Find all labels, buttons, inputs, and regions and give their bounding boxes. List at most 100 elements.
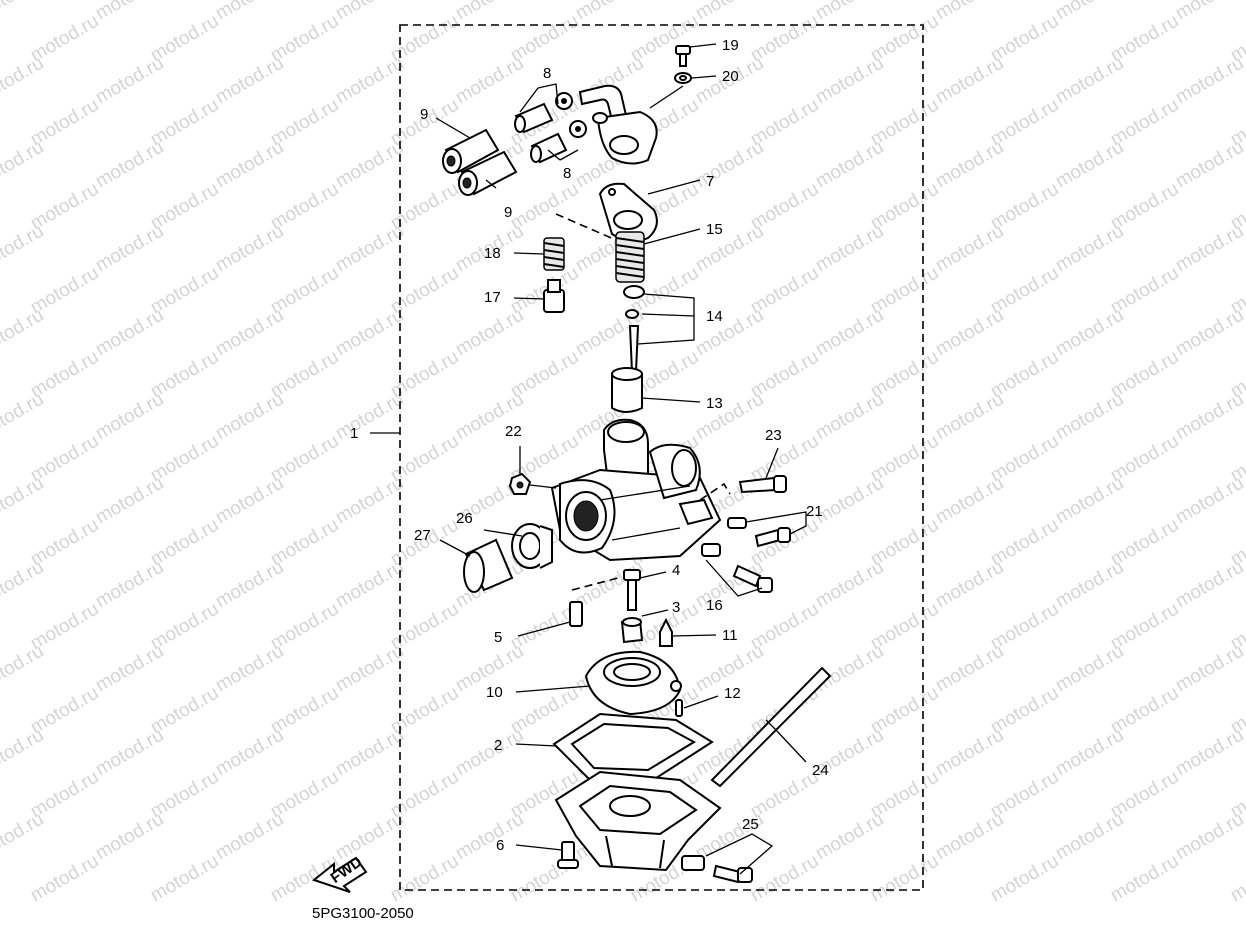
part-6-screw <box>557 841 579 869</box>
watermark-text: motod.ru <box>692 137 767 193</box>
part-float-bowl <box>554 770 722 872</box>
callout-23: 23 <box>765 427 782 444</box>
watermark-text: motod.ru <box>1052 389 1127 445</box>
watermark-text: motod.ru <box>932 137 1007 193</box>
callout-6: 6 <box>496 837 504 854</box>
watermark-text: motod.ru <box>212 809 287 865</box>
watermark-text: motod.ru <box>0 137 47 193</box>
callout-8-lower: 8 <box>563 165 571 182</box>
part-14-needle-set <box>623 285 645 373</box>
watermark-text: motod.ru <box>1052 53 1127 109</box>
watermark-text: motod.ru <box>932 0 1007 24</box>
watermark-text: motod.ru <box>92 809 167 865</box>
watermark-text: motod.ru <box>1052 221 1127 277</box>
watermark-text: motod.ru <box>692 221 767 277</box>
callout-9-upper: 9 <box>420 106 428 123</box>
watermark-text: motod.ru <box>27 851 102 907</box>
watermark-text: motod.ru <box>1227 851 1246 907</box>
watermark-text: motod.ru <box>812 305 887 361</box>
watermark-text: motod.ru <box>92 389 167 445</box>
watermark-text: motod.ru <box>92 137 167 193</box>
watermark-text: motod.ru <box>92 305 167 361</box>
leader-lines <box>370 43 807 875</box>
callout-22: 22 <box>505 423 522 440</box>
watermark-text: motod.ru <box>0 305 47 361</box>
watermark-text: motod.ru <box>1052 557 1127 613</box>
watermark-text: motod.ru <box>1052 809 1127 865</box>
watermark-text: motod.ru <box>812 557 887 613</box>
watermark-text: motod.ru <box>332 137 407 193</box>
watermark-text: motod.ru <box>332 809 407 865</box>
watermark-text: motod.ru <box>932 389 1007 445</box>
part-5-jet <box>569 601 583 627</box>
watermark-text: motod.ru <box>387 851 462 907</box>
callout-18: 18 <box>484 245 501 262</box>
part-20-washer <box>674 72 692 84</box>
callout-15: 15 <box>706 221 723 238</box>
watermark-text: motod.ru <box>812 0 887 24</box>
watermark-text: motod.ru <box>812 137 887 193</box>
part-16-screw-set <box>701 543 773 593</box>
diagram-code: 5PG3100-2050 <box>312 905 414 922</box>
watermark-text: motod.ru <box>212 473 287 529</box>
watermark-text: motod.ru <box>0 725 47 781</box>
watermark-text: motod.ru <box>1052 137 1127 193</box>
watermark-text: motod.ru <box>692 0 767 24</box>
part-11-needle-valve <box>659 617 673 647</box>
watermark-text: motod.ru <box>1172 809 1246 865</box>
watermark-text: motod.ru <box>572 0 647 24</box>
watermark-text: motod.ru <box>1172 137 1246 193</box>
callout-10: 10 <box>486 684 503 701</box>
watermark-text: motod.ru <box>747 851 822 907</box>
watermark-text: motod.ru <box>332 221 407 277</box>
watermark-text: motod.ru <box>212 641 287 697</box>
watermark-text: motod.ru <box>812 221 887 277</box>
watermark-text: motod.ru <box>812 473 887 529</box>
watermark-text: motod.ru <box>452 305 527 361</box>
watermark-text: motod.ru <box>1172 0 1246 24</box>
watermark-text: motod.ru <box>332 305 407 361</box>
watermark-text: motod.ru <box>92 473 167 529</box>
callout-21: 21 <box>806 503 823 520</box>
watermark-text: motod.ru <box>932 53 1007 109</box>
part-19-screw <box>675 45 691 67</box>
watermark-text: motod.ru <box>212 389 287 445</box>
watermark-text: motod.ru <box>1172 305 1246 361</box>
part-27-sleeve <box>463 538 514 593</box>
part-4-jet <box>623 569 641 611</box>
watermark-text: motod.ru <box>212 137 287 193</box>
watermark-text: motod.ru <box>332 473 407 529</box>
watermark-text: motod.ru <box>812 53 887 109</box>
watermark-text: motod.ru <box>92 0 167 24</box>
watermark-text: motod.ru <box>1172 53 1246 109</box>
callout-9-lower: 9 <box>504 204 512 221</box>
part-8-caps-lower <box>530 120 587 164</box>
part-18-spring <box>543 237 565 271</box>
callout-4: 4 <box>672 562 680 579</box>
watermark-text: motod.ru <box>1052 641 1127 697</box>
callout-2: 2 <box>494 737 502 754</box>
part-1-carburetor-body <box>550 418 722 562</box>
watermark-text: motod.ru <box>332 641 407 697</box>
part-21-screw-set <box>727 517 791 548</box>
watermark-text: motod.ru <box>0 557 47 613</box>
watermark-text: motod.ru <box>332 0 407 24</box>
part-12-pin <box>675 699 683 717</box>
watermark-text: motod.ru <box>92 557 167 613</box>
part-choke-elbow <box>578 84 658 165</box>
watermark-text: motod.ru <box>1052 305 1127 361</box>
watermark-text: motod.ru <box>812 389 887 445</box>
watermark-text: motod.ru <box>0 809 47 865</box>
part-9-sleeve-lower <box>458 150 518 196</box>
callout-20: 20 <box>722 68 739 85</box>
callout-3: 3 <box>672 599 680 616</box>
watermark-text: motod.ru <box>0 641 47 697</box>
watermark-text: motod.ru <box>452 0 527 24</box>
watermark-text: motod.ru <box>812 809 887 865</box>
watermark-text: motod.ru <box>1172 725 1246 781</box>
watermark-text: motod.ru <box>1172 641 1246 697</box>
callout-13: 13 <box>706 395 723 412</box>
callout-labels: 19 20 8 8 9 9 7 15 18 17 14 13 1 22 23 2… <box>350 37 829 854</box>
watermark-text: motod.ru <box>212 305 287 361</box>
